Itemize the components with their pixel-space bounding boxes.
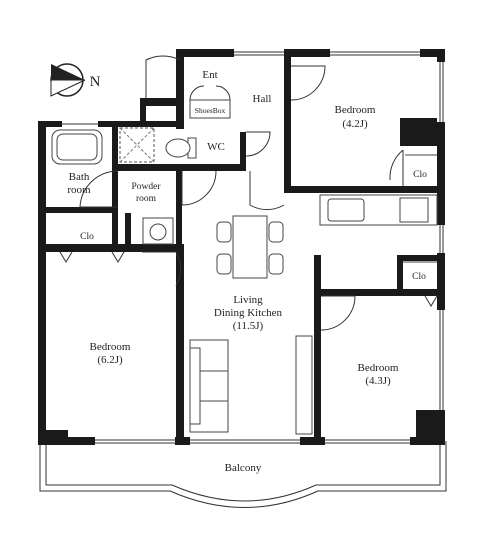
interior-walls xyxy=(38,57,444,445)
closet-ne-label: Clo xyxy=(413,170,427,180)
bedroom-ne-size: (4.2J) xyxy=(342,118,368,130)
wc-label: WC xyxy=(207,141,225,153)
windows xyxy=(62,49,445,445)
shoes-box-label: ShoesBox xyxy=(195,106,226,115)
bath-label-1: Bath xyxy=(69,171,90,183)
powder-label-1: Powder xyxy=(131,182,161,192)
balcony-label: Balcony xyxy=(225,462,262,474)
closet-bath-label: Clo xyxy=(80,232,94,242)
fixtures xyxy=(51,85,438,435)
powder-label-2: room xyxy=(136,194,157,204)
bedroom-w-name: Bedroom xyxy=(90,341,131,353)
bath-label-2: room xyxy=(67,184,91,196)
closet-se-label: Clo xyxy=(412,272,426,282)
ldk-label-3: (11.5J) xyxy=(233,320,264,332)
bedroom-e-size: (4.3J) xyxy=(365,375,391,387)
entrance-label: Ent xyxy=(202,69,217,81)
ldk-label-2: Dining Kitchen xyxy=(214,307,283,319)
balcony-outline xyxy=(39,441,447,508)
ldk-label-1: Living xyxy=(233,294,263,306)
bedroom-e-name: Bedroom xyxy=(358,362,399,374)
doors xyxy=(59,55,438,331)
bedroom-ne-name: Bedroom xyxy=(335,104,376,116)
bedroom-w-size: (6.2J) xyxy=(97,354,123,366)
hall-label: Hall xyxy=(253,93,272,105)
north-label: N xyxy=(90,74,101,90)
north-arrow-icon xyxy=(50,63,86,97)
